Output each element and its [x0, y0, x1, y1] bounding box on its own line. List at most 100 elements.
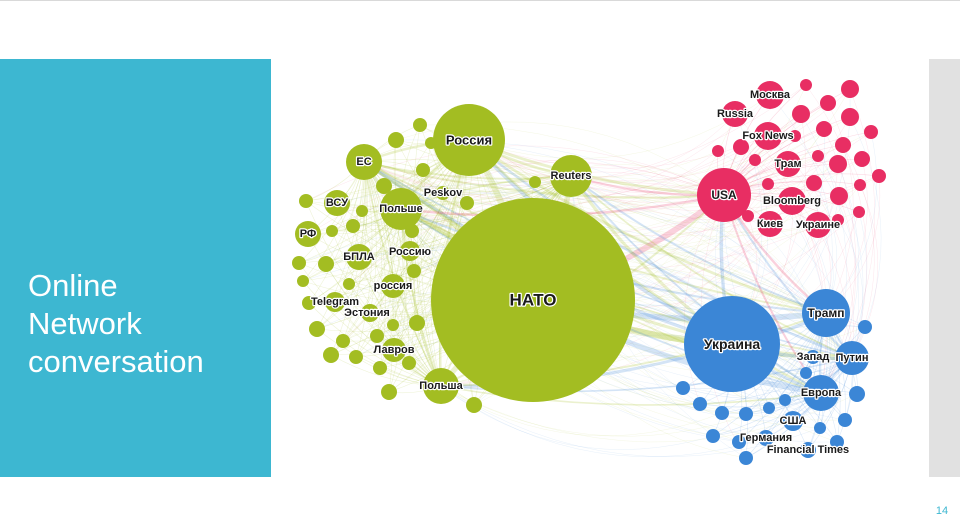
- network-edge: [302, 176, 725, 282]
- network-edge: [717, 150, 827, 314]
- network-edge: [400, 208, 442, 387]
- network-edge: [440, 385, 786, 437]
- network-node: [732, 435, 746, 449]
- network-node: [872, 169, 886, 183]
- network-node: [779, 394, 791, 406]
- network-node: [814, 422, 826, 434]
- network-edge: [363, 161, 386, 369]
- network-edge: [363, 161, 725, 199]
- network-edge: [430, 192, 444, 387]
- network-edge: [684, 194, 725, 405]
- label-nato: НАТО: [510, 291, 557, 310]
- network-edge: [363, 161, 383, 337]
- label-evropa: Европа: [801, 387, 842, 399]
- network-node: [835, 137, 851, 153]
- network-edge: [361, 210, 442, 387]
- node-russia: [722, 101, 748, 127]
- network-node: [693, 397, 707, 411]
- network-node: [712, 145, 724, 157]
- network-node: [739, 451, 753, 465]
- label-bpla: БПЛА: [343, 251, 375, 263]
- node-kiev: [757, 211, 783, 237]
- network-edge: [331, 175, 572, 232]
- network-node: [841, 108, 859, 126]
- node-moskva: [756, 81, 784, 109]
- node-ssha: [783, 411, 803, 431]
- network-node: [343, 278, 355, 290]
- label-reuters: Reuters: [551, 170, 592, 182]
- network-edge: [682, 357, 853, 389]
- network-edge: [745, 357, 853, 459]
- network-node: [302, 296, 316, 310]
- network-edge: [336, 184, 827, 314]
- network-node: [706, 429, 720, 443]
- network-edge: [298, 175, 572, 264]
- network-edge: [468, 94, 771, 159]
- label-lavrov: Лавров: [373, 344, 414, 356]
- label-germaniya: Германия: [740, 432, 792, 444]
- label-ukraina: Украина: [704, 336, 761, 352]
- network-edge: [442, 158, 725, 196]
- node-evropa: [803, 375, 839, 411]
- network-edge: [363, 144, 844, 214]
- right-side-bar: [929, 59, 960, 477]
- network-edge: [307, 160, 725, 235]
- network-edge: [825, 102, 854, 314]
- network-edge: [468, 138, 827, 315]
- network-edge: [440, 385, 822, 406]
- network-node: [763, 402, 775, 414]
- network-node: [853, 206, 865, 218]
- network-node: [849, 386, 865, 402]
- network-node: [733, 139, 749, 155]
- network-edge: [336, 202, 442, 387]
- network-node: [792, 105, 810, 123]
- network-edge: [468, 139, 853, 360]
- network-node: [407, 264, 421, 278]
- network-node: [749, 154, 761, 166]
- label-usa: USA: [711, 188, 737, 202]
- label-rossiyu: Россию: [389, 246, 431, 258]
- network-edge: [468, 139, 815, 208]
- network-edge: [394, 139, 442, 387]
- network-edge: [352, 175, 572, 227]
- node-bloomberg: [778, 187, 806, 215]
- network-edge: [363, 161, 572, 180]
- network-edge: [825, 131, 877, 314]
- network-node: [373, 361, 387, 375]
- network-edge: [363, 161, 418, 324]
- label-estoniya: Эстония: [344, 307, 390, 319]
- network-node: [800, 79, 812, 91]
- label-fox-news: Fox News: [742, 130, 793, 142]
- network-edge: [468, 102, 829, 169]
- network-node: [318, 256, 334, 272]
- network-node: [299, 194, 313, 208]
- node-usa: [697, 168, 751, 222]
- label-rossiya-lc: россия: [374, 280, 413, 292]
- network-node: [413, 118, 427, 132]
- network-node: [864, 125, 878, 139]
- node-ukraina: [684, 296, 780, 392]
- network-edge: [817, 155, 864, 359]
- network-edge: [302, 175, 572, 282]
- network-node: [715, 406, 729, 420]
- network-edge: [308, 302, 442, 387]
- node-polsha: [423, 368, 459, 404]
- network-node: [387, 319, 399, 331]
- network-edge: [417, 169, 442, 387]
- label-moskva: Москва: [750, 89, 791, 101]
- network-node: [789, 130, 801, 142]
- network-edge: [348, 181, 725, 285]
- network-edge: [363, 155, 819, 217]
- node-tramp: [802, 289, 850, 337]
- network-node: [405, 224, 419, 238]
- network-edge: [363, 135, 796, 204]
- network-edge: [769, 94, 833, 314]
- network-edge: [754, 159, 827, 394]
- network-edge: [298, 262, 442, 387]
- label-peskov: Peskov: [424, 187, 463, 199]
- network-node: [376, 178, 392, 194]
- network-edge: [361, 192, 827, 314]
- network-node: [742, 210, 754, 222]
- network-node: [409, 315, 425, 331]
- network-labels: НАТОРоссияЕСReutersПольшеПольшаРФВСУБПЛА…: [299, 88, 870, 457]
